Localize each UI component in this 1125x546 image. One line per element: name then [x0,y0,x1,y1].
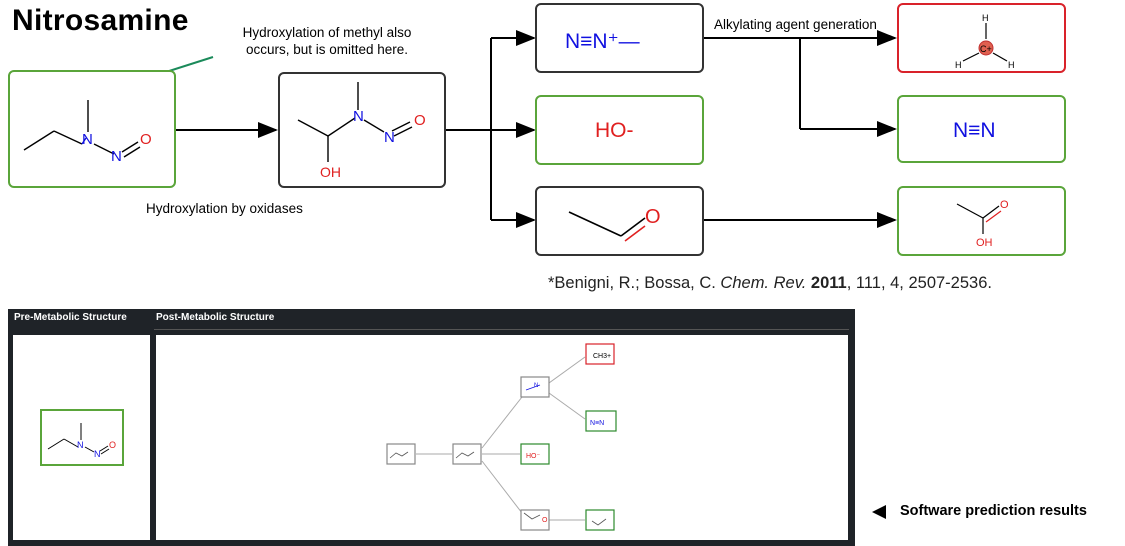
h-right: H [1008,60,1015,70]
atom-n1: N [353,108,364,125]
atom-o: O [1000,199,1009,211]
reference-citation: *Benigni, R.; Bossa, C. Chem. Rev. 2011,… [548,274,992,293]
post-metabolic-pane: N O CH3+ N≡N HO⁻ [156,335,848,540]
acetic-acid-structure: O OH [956,199,1009,249]
diazonium-box: N≡N⁺— [535,3,704,73]
hydroxylation-caption: Hydroxylation by oxidases [146,201,303,216]
acetaldehyde-box: O [535,186,704,256]
mini-n: N [534,383,538,389]
pre-nitrosamine-structure: N N O [47,423,116,459]
software-results-label: Software prediction results [900,503,1087,519]
atom-n1: N [82,131,93,148]
mini-o: O [542,517,548,524]
node-nitrosamine [386,443,416,465]
node-hydroxy [452,443,482,465]
hydroxy-intermediate-structure: N N O OH [297,82,426,180]
h-left: H [955,60,962,70]
node-hydroxide [520,443,550,465]
post-metabolic-graph: N O CH3+ N≡N HO⁻ [386,343,617,531]
atom-oh: OH [320,164,341,180]
pre-nitrosamine-box[interactable]: N N O [40,409,124,466]
atom-n2: N [111,148,122,165]
ref-year: 2011 [810,274,847,292]
methyl-hydroxylation-note: Hydroxylation of methyl also occurs, but… [222,24,432,58]
nitrosamine-box: N N O [8,70,176,188]
diazonium-label: N≡N⁺— [565,30,640,53]
acetic-acid-box: O OH [897,186,1066,256]
n2-label: N≡N [953,119,996,142]
note-line-1: Hydroxylation of methyl also [242,25,412,40]
atom-o: O [140,131,152,148]
hydroxide-box: HO- [535,95,704,165]
page-title: Nitrosamine [12,4,189,37]
c-plus: C+ [980,44,992,54]
atom-n2: N [384,129,395,146]
methyl-cation-structure: H H H C+ [955,13,1015,70]
node-acetic-acid [585,509,615,531]
atom-o: O [414,112,426,129]
ref-rest: , 111, 4, 2507-2536. [846,274,992,292]
atom-o: O [645,206,661,228]
methyl-cation-box: H H H C+ [897,3,1066,73]
atom-n1: N [77,440,84,450]
node-acetaldehyde [520,509,550,531]
h-top: H [982,13,989,23]
hydroxide-label: HO- [595,119,634,142]
mini-ho-label: HO⁻ [526,453,541,460]
nitrosamine-structure: N N O [23,100,152,165]
pointer-triangle-icon [872,505,886,519]
mini-n2-label: N≡N [590,420,604,427]
ref-authors: *Benigni, R.; Bossa, C. [548,274,716,292]
atom-o: O [109,440,116,450]
hydroxy-intermediate-box: N N O OH [278,72,446,188]
pre-metabolic-header: Pre-Metabolic Structure [14,312,127,323]
acetaldehyde-structure: O [568,206,661,242]
n2-box: N≡N [897,95,1066,163]
ref-journal: Chem. Rev. [720,274,807,292]
software-panel: Pre-Metabolic Structure Post-Metabolic S… [8,309,855,546]
post-metabolic-header: Post-Metabolic Structure [156,312,275,323]
alkylating-caption: Alkylating agent generation [714,17,877,32]
note-line-2: occurs, but is omitted here. [245,42,409,57]
reaction-arrows [98,30,897,228]
atom-n2: N [94,449,101,459]
node-n2 [585,410,617,432]
mini-ch3-label: CH3+ [593,353,611,360]
atom-oh: OH [976,237,993,249]
node-methyl-cation [585,343,615,365]
pre-metabolic-pane: N N O [13,335,150,540]
